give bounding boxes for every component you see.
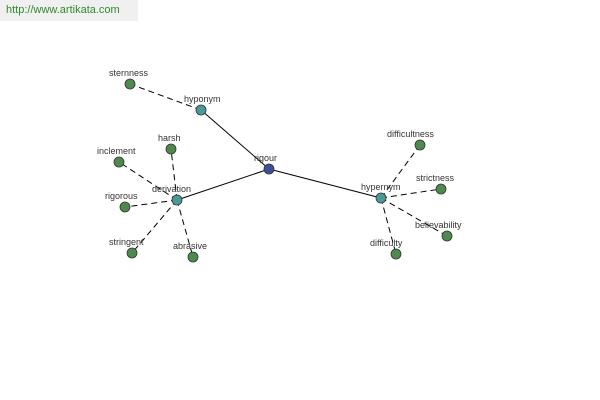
node-label-harsh[interactable]: harsh (158, 133, 181, 143)
node-harsh[interactable]: harsh (158, 133, 181, 155)
edge-rigour-hyponym (200, 109, 270, 170)
edge-hypernym-difficultness (380, 144, 421, 199)
edge-hypernym-believability (380, 197, 448, 237)
node-hypernym[interactable]: hypernym (361, 182, 401, 204)
node-label-hyponym[interactable]: hyponym (184, 94, 221, 104)
node-marker-harsh[interactable] (165, 143, 177, 155)
node-marker-abrasive[interactable] (187, 251, 199, 263)
edge-hyponym-sternness (129, 83, 202, 111)
edge-rigour-hypernym (268, 168, 382, 199)
edge-rigour-derivation (176, 168, 270, 201)
edge-derivation-harsh (170, 148, 178, 201)
node-marker-sternness[interactable] (124, 78, 136, 90)
node-marker-believability[interactable] (441, 230, 453, 242)
node-marker-rigour[interactable] (263, 163, 275, 175)
graph-edges (118, 83, 448, 258)
node-label-difficultness[interactable]: difficultness (387, 129, 434, 139)
node-rigorous[interactable]: rigorous (105, 191, 138, 213)
node-marker-rigorous[interactable] (119, 201, 131, 213)
node-marker-derivation[interactable] (171, 194, 183, 206)
node-rigour[interactable]: rigour (254, 153, 277, 175)
node-label-rigorous[interactable]: rigorous (105, 191, 138, 201)
node-label-abrasive[interactable]: abrasive (173, 241, 207, 251)
node-difficulty[interactable]: difficulty (370, 238, 403, 260)
node-label-believability[interactable]: believability (415, 220, 462, 230)
node-label-inclement[interactable]: inclement (97, 146, 136, 156)
node-marker-hyponym[interactable] (195, 104, 207, 116)
node-stringent[interactable]: stringent (109, 237, 144, 259)
node-marker-strictness[interactable] (435, 183, 447, 195)
node-marker-inclement[interactable] (113, 156, 125, 168)
node-inclement[interactable]: inclement (97, 146, 136, 168)
node-label-hypernym[interactable]: hypernym (361, 182, 401, 192)
node-label-difficulty[interactable]: difficulty (370, 238, 403, 248)
node-marker-stringent[interactable] (126, 247, 138, 259)
graph-nodes: sternness harsh inclement rigorous stringent… (97, 68, 462, 263)
node-abrasive[interactable]: abrasive (173, 241, 207, 263)
node-hyponym[interactable]: hyponym (184, 94, 221, 116)
node-derivation[interactable]: derivation (152, 184, 191, 206)
node-marker-difficulty[interactable] (390, 248, 402, 260)
node-label-strictness[interactable]: strictness (416, 173, 455, 183)
edge-derivation-stringent (131, 199, 178, 254)
node-sternness[interactable]: sternness (109, 68, 149, 90)
edge-derivation-inclement (118, 161, 178, 201)
edge-derivation-rigorous (124, 199, 178, 208)
node-label-stringent[interactable]: stringent (109, 237, 144, 247)
node-strictness[interactable]: strictness (416, 173, 455, 195)
node-label-rigour[interactable]: rigour (254, 153, 277, 163)
edge-hypernym-strictness (380, 188, 442, 199)
site-url-banner[interactable]: http://www.artikata.com (0, 0, 138, 21)
node-marker-difficultness[interactable] (414, 139, 426, 151)
node-label-derivation[interactable]: derivation (152, 184, 191, 194)
node-difficultness[interactable]: difficultness (387, 129, 434, 151)
node-label-sternness[interactable]: sternness (109, 68, 149, 78)
node-marker-hypernym[interactable] (375, 192, 387, 204)
node-believability[interactable]: believability (415, 220, 462, 242)
